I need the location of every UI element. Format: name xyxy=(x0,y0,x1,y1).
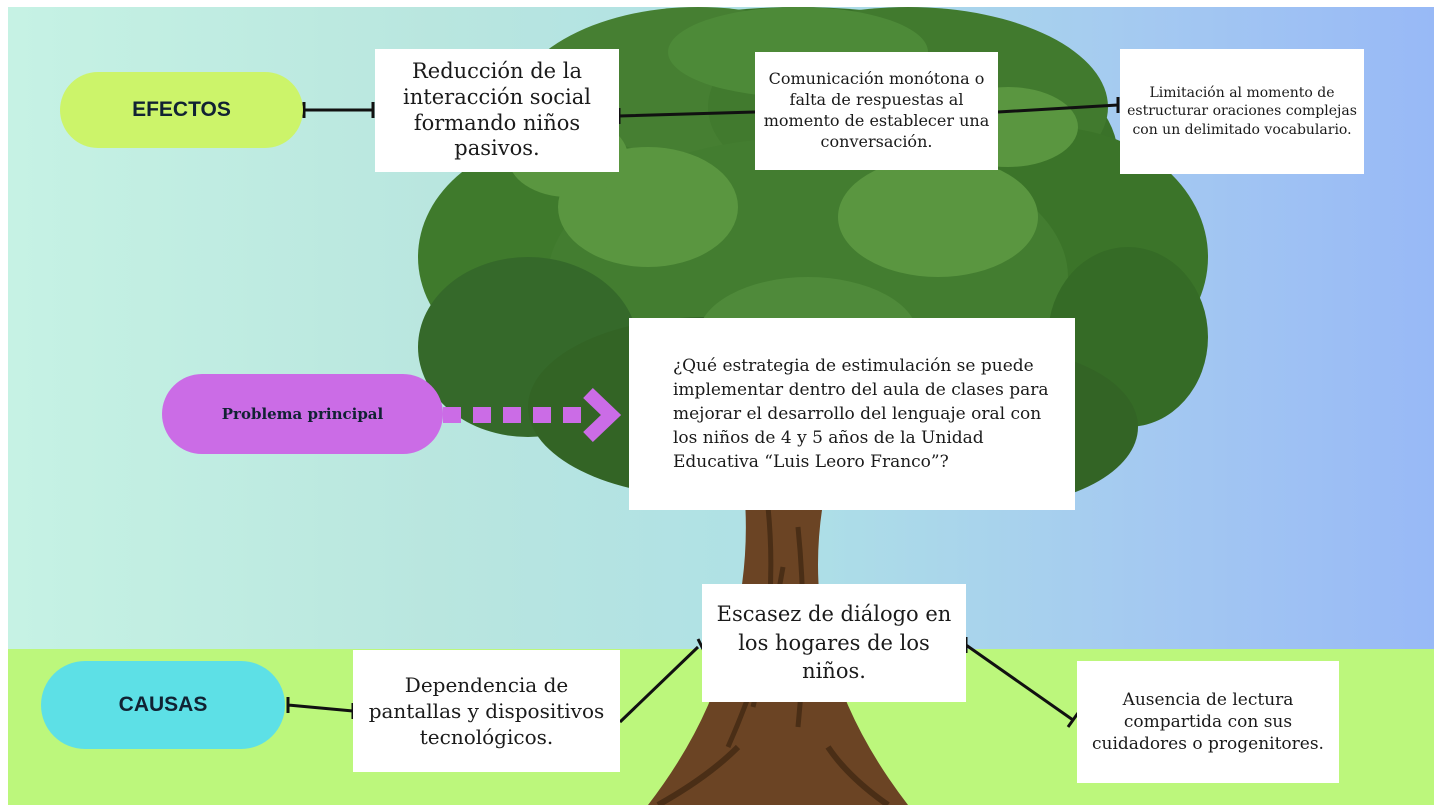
effect-text: Comunicación monótona o falta de respues… xyxy=(763,69,990,151)
cause-text: Ausencia de lectura compartida con sus c… xyxy=(1092,689,1324,755)
effect-box: Limitación al momento de estructurar ora… xyxy=(1120,49,1364,174)
effect-box: Comunicación monótona o falta de respues… xyxy=(755,52,998,170)
main-problem-box: ¿Qué estrategia de estimulación se puede… xyxy=(629,318,1075,510)
causes-label: CAUSAS xyxy=(118,693,208,716)
problem-label: Problema principal xyxy=(221,405,384,423)
effect-text: Reducción de la interacción social forma… xyxy=(403,59,591,161)
effects-label: EFECTOS xyxy=(132,98,231,121)
causes-label-pill: CAUSAS xyxy=(41,661,285,749)
cause-box: Dependencia de pantallas y dispositivos … xyxy=(353,650,620,772)
problem-label-pill: Problema principal xyxy=(162,374,443,454)
problem-tree-diagram: EFECTOS Problema principal CAUSAS Reducc… xyxy=(8,7,1434,805)
cause-text: Escasez de diálogo en los hogares de los… xyxy=(716,602,952,684)
cause-text: Dependencia de pantallas y dispositivos … xyxy=(368,673,605,749)
cause-box: Ausencia de lectura compartida con sus c… xyxy=(1077,661,1339,783)
main-problem-text: ¿Qué estrategia de estimulación se puede… xyxy=(673,355,1049,473)
effect-box: Reducción de la interacción social forma… xyxy=(375,49,619,172)
effects-label-pill: EFECTOS xyxy=(60,72,303,148)
effect-text: Limitación al momento de estructurar ora… xyxy=(1127,85,1357,138)
cause-box: Escasez de diálogo en los hogares de los… xyxy=(702,584,966,702)
